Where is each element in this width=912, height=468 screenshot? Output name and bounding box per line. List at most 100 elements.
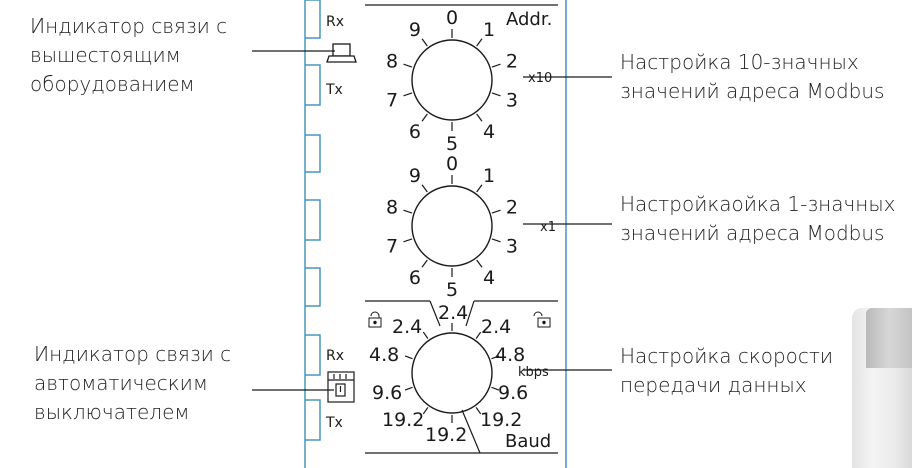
dial-digit: 1 (483, 19, 495, 41)
dial-digit: 7 (386, 235, 398, 257)
callout-line: Настройкаойка 1-значных (620, 192, 896, 216)
led-tab (305, 267, 321, 307)
dial-digit: 9 (409, 19, 421, 41)
dial-digit: 9 (409, 165, 421, 187)
dial-digit: 2 (506, 51, 518, 73)
callout-line: вышестоящим (30, 43, 181, 67)
rx-top-label: Rx (326, 14, 344, 30)
callout-line: Индикатор связи с (34, 342, 232, 366)
tx-bottom-label: Tx (325, 415, 343, 431)
baud-tick (404, 386, 413, 391)
baud-tick (422, 407, 429, 415)
dial-digit: 6 (409, 267, 421, 289)
callout-breaker-link: Индикатор связи с автоматическим выключа… (34, 340, 231, 427)
dial-digit: 8 (386, 197, 398, 219)
dial-tick (421, 259, 428, 268)
dial-tick (476, 38, 483, 47)
rx-bottom-label: Rx (326, 348, 344, 364)
callout-upstream-link: Индикатор связи с вышестоящим оборудован… (30, 12, 227, 99)
callout-line: Индикатор связи с (30, 14, 228, 38)
callout-line: Настройка 10-значных (620, 50, 859, 74)
tens-multiplier-label: x10 (528, 71, 552, 86)
baud-footer-label: Baud (505, 431, 551, 452)
baud-top-label: 2.4 (438, 302, 468, 324)
dial-tick (403, 63, 413, 68)
dial-tick (403, 209, 413, 214)
baud-left-label: 2.4 (392, 316, 422, 338)
baud-left-label: 9.6 (372, 382, 402, 404)
callout-tens-setting: Настройка 10-значных значений адреса Mod… (620, 48, 884, 106)
dial-digit: 0 (446, 7, 458, 29)
baud-unit-label: kbps (518, 365, 549, 380)
dial-digit: 6 (409, 121, 421, 143)
dial-digit: 3 (506, 235, 518, 257)
dial-tick (491, 238, 501, 243)
lock-closed-icon (368, 311, 382, 328)
led-tab (305, 134, 321, 173)
lock-open-icon (533, 311, 551, 328)
baud-right-label: 2.4 (481, 316, 511, 338)
baud-bottom-label: 19.2 (425, 424, 467, 446)
dial-digit: 1 (483, 165, 495, 187)
callout-line: выключателем (34, 400, 190, 424)
dial-digit: 5 (446, 279, 458, 301)
dial-tick (403, 92, 413, 97)
address-header: Addr. (365, 4, 558, 30)
led-tab (305, 399, 321, 441)
callout-line: автоматическим (34, 371, 208, 395)
baud-tick (475, 407, 482, 415)
dial-digit: 2 (506, 197, 518, 219)
baud-tick (491, 386, 500, 391)
baud-left-label: 4.8 (369, 344, 399, 366)
dial-digit: 5 (446, 133, 458, 155)
baud-tick (422, 331, 429, 339)
dial-tick (476, 184, 483, 193)
led-tabs (305, 0, 321, 441)
led-tab (305, 199, 321, 241)
circuit-breaker-icon (327, 371, 355, 403)
baud-right-label: 9.6 (498, 382, 528, 404)
laptop-icon (326, 43, 357, 63)
callout-line: значений адреса Modbus (620, 79, 885, 103)
tx-top-label: Tx (325, 82, 343, 98)
dial-tick (421, 113, 428, 122)
baud-right-label: 19.2 (480, 409, 522, 431)
baud-rate-dial[interactable]: 2.4 2.4 4.8 9.6 19.2 2.4 4.8 9.6 19.2 19… (365, 300, 558, 454)
led-tab (305, 64, 321, 106)
baud-tick (404, 355, 413, 360)
baud-tick (475, 331, 482, 339)
dial-tick (421, 38, 428, 47)
ones-address-dial[interactable]: 0 12 34 5 67 89 (386, 153, 518, 301)
baud-left-label: 19.2 (382, 409, 424, 431)
dial-tick (491, 92, 501, 97)
dial-digit: 0 (446, 153, 458, 175)
dial-tick (476, 113, 483, 122)
led-tab (305, 0, 321, 39)
callout-baud-setting: Настройка скорости передачи данных (620, 342, 833, 400)
leader-lines (252, 50, 612, 391)
baud-tick (491, 355, 500, 360)
led-tab (305, 334, 321, 376)
dial-digit: 7 (386, 89, 398, 111)
ones-multiplier-label: x1 (540, 220, 556, 235)
dial-tick (403, 238, 413, 243)
dial-tick (476, 259, 483, 268)
callout-line: значений адреса Modbus (620, 221, 885, 245)
dial-digit: 8 (386, 51, 398, 73)
device-cap (866, 308, 912, 368)
baud-right-label: 4.8 (495, 344, 525, 366)
dial-digit: 4 (483, 267, 495, 289)
callout-line: оборудованием (30, 72, 195, 96)
dial-tick (421, 184, 428, 193)
dial-tick (491, 63, 501, 68)
baud-ticks (404, 323, 500, 423)
callout-ones-setting: Настройкаойка 1-значных значений адреса … (620, 190, 896, 248)
device-photo (852, 308, 912, 468)
dial-tick (491, 209, 501, 214)
dial-body (411, 39, 493, 121)
dial-body (411, 185, 493, 267)
address-header-label: Addr. (506, 9, 552, 30)
callout-line: передачи данных (620, 373, 807, 397)
